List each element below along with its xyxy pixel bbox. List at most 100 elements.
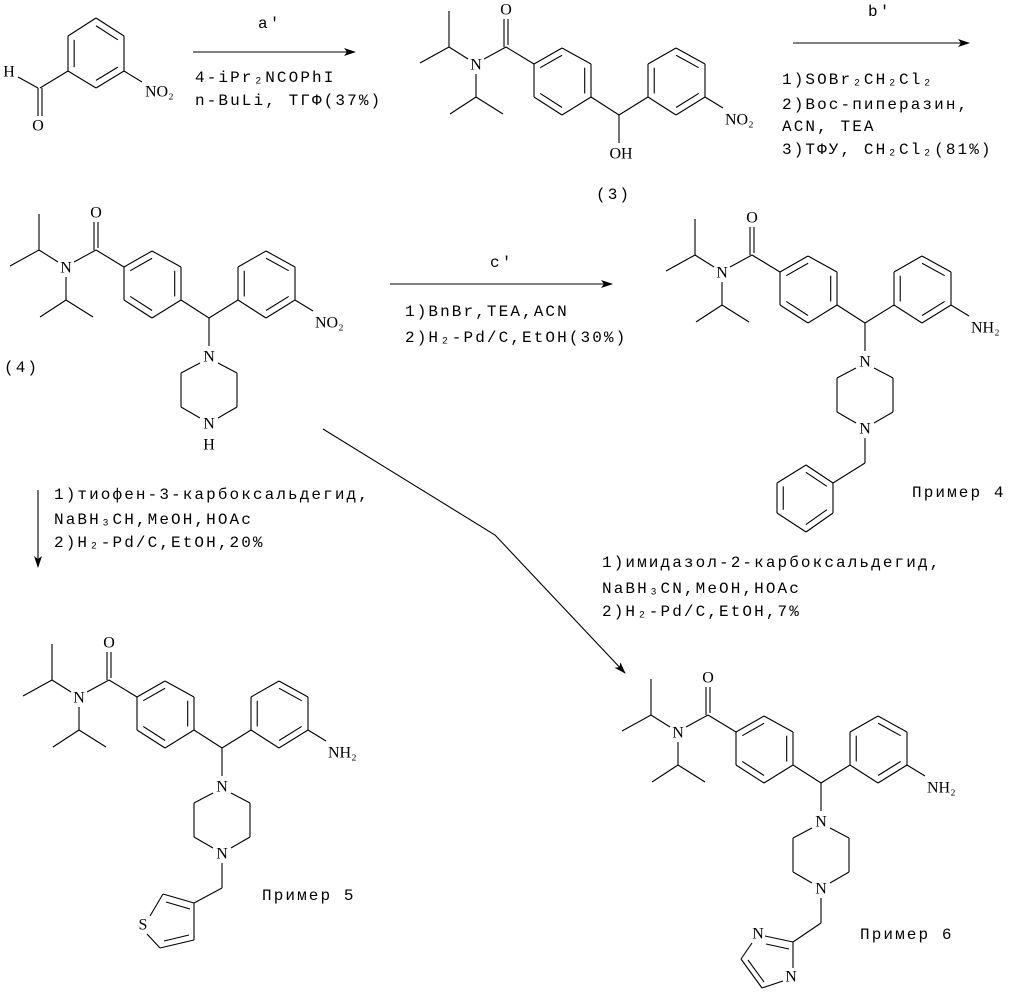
bond bbox=[40, 71, 68, 88]
bond bbox=[222, 730, 251, 748]
double-bond-inner bbox=[878, 723, 901, 735]
double-bond-inner bbox=[742, 761, 764, 775]
ring-bond bbox=[137, 681, 165, 697]
ring-bond bbox=[764, 765, 793, 783]
ring-bond bbox=[878, 716, 907, 732]
double-bond-inner bbox=[786, 263, 808, 275]
ring-bond bbox=[777, 513, 806, 532]
ring-bond bbox=[562, 97, 591, 115]
ring-bond bbox=[165, 681, 194, 697]
bond bbox=[651, 715, 670, 727]
bond bbox=[622, 715, 651, 731]
double-bond-inner bbox=[922, 301, 945, 315]
ring-bond bbox=[808, 305, 837, 323]
imidazole-reagent-1: 1)имидазол-2-карбоксальдегид, bbox=[602, 555, 941, 571]
ring-bond bbox=[96, 71, 124, 88]
ring-bond bbox=[850, 716, 878, 732]
carbonyl-oxygen: O bbox=[103, 635, 115, 652]
double-bond-inner bbox=[130, 258, 152, 270]
example-5-label: Пример 5 bbox=[262, 888, 356, 904]
para-phenylene-ring bbox=[780, 256, 837, 323]
bond bbox=[218, 363, 237, 373]
bond bbox=[907, 765, 925, 776]
double-bond-inner bbox=[540, 93, 562, 107]
bond bbox=[181, 363, 200, 373]
double-bond-inner bbox=[676, 93, 699, 107]
amino-group: NH₂ bbox=[927, 780, 956, 797]
imidazole-reagent-2: NaBH₃CN,MeOH,HOAc bbox=[602, 581, 801, 597]
bond bbox=[874, 412, 893, 423]
bond bbox=[66, 300, 93, 317]
nitro-group: NO₂ bbox=[145, 84, 174, 101]
bond bbox=[678, 765, 705, 782]
atom-h: H bbox=[3, 64, 15, 81]
bond bbox=[874, 368, 893, 378]
step-c-reagent-1: 1)BnBr,TEA,ACN bbox=[405, 304, 569, 320]
double-bond-inner bbox=[143, 688, 165, 700]
bond bbox=[830, 828, 849, 838]
double-bond-inner bbox=[266, 296, 289, 310]
double-bond-inner bbox=[786, 301, 808, 315]
step-b-reagent-3: ACN, TEA bbox=[782, 119, 876, 135]
bond bbox=[752, 255, 780, 272]
ring-bond bbox=[238, 300, 266, 318]
ring-bond bbox=[266, 300, 295, 318]
bond bbox=[484, 47, 506, 59]
ring-bond bbox=[266, 251, 295, 267]
ring-bond bbox=[251, 681, 279, 697]
bond bbox=[181, 407, 200, 418]
bond bbox=[194, 793, 213, 803]
step-c-label: c' bbox=[490, 255, 513, 271]
double-bond-inner bbox=[279, 726, 302, 740]
thiophene-ring: S bbox=[139, 888, 222, 948]
step-a-reagent-1: 4-iPr₂NCOPhI bbox=[195, 70, 335, 86]
para-phenylene-ring bbox=[137, 681, 194, 748]
arrow-imidazole-route bbox=[323, 429, 625, 673]
ring-bond bbox=[648, 48, 676, 64]
ring-bond bbox=[279, 681, 308, 697]
bond bbox=[705, 97, 723, 108]
ring-bond bbox=[676, 48, 705, 64]
double-bond-inner bbox=[96, 26, 118, 40]
carbonyl-oxygen: O bbox=[500, 2, 512, 19]
bond bbox=[837, 412, 856, 423]
ring-bond bbox=[894, 305, 922, 323]
imidazole-nitrogen-3: N bbox=[752, 926, 764, 943]
bond bbox=[52, 680, 71, 692]
double-bond-inner bbox=[279, 688, 302, 700]
ring-bond bbox=[152, 251, 181, 267]
bond bbox=[181, 300, 209, 318]
bond bbox=[741, 959, 762, 988]
step-b-label: b' bbox=[868, 4, 891, 20]
compound-3-label: (3) bbox=[596, 187, 631, 203]
step-a-label: a' bbox=[258, 16, 281, 32]
ring-bond bbox=[878, 765, 907, 783]
ring-bond bbox=[534, 97, 562, 115]
bond bbox=[951, 305, 969, 316]
step-a-reagent-2: n-BuLi, ТГФ(37%) bbox=[195, 93, 382, 109]
step-b-reagent-1: 1)SOBr₂CH₂Cl₂ bbox=[782, 72, 934, 88]
bond bbox=[231, 837, 250, 848]
ring-bond bbox=[736, 765, 764, 783]
bond bbox=[865, 305, 894, 323]
ring-bond bbox=[534, 48, 562, 64]
bond bbox=[619, 97, 648, 115]
ring-bond bbox=[676, 97, 705, 115]
carbonyl-oxygen: O bbox=[90, 205, 102, 222]
example-6-label: Пример 6 bbox=[860, 927, 954, 943]
amide-nitrogen: N bbox=[73, 690, 85, 707]
ring-bond bbox=[850, 765, 878, 783]
double-bond-inner bbox=[922, 263, 945, 275]
ring-bond bbox=[894, 256, 922, 272]
piperazine-nitrogen-1: N bbox=[203, 349, 215, 366]
ring-bond bbox=[806, 513, 833, 532]
amide-nitrogen: N bbox=[470, 57, 482, 74]
thiophene-reagent-2: NaBH₃CH,MeOH,HOAc bbox=[54, 512, 253, 528]
bond bbox=[209, 300, 238, 318]
bond bbox=[194, 730, 222, 748]
ring-bond bbox=[165, 730, 194, 748]
bond bbox=[10, 250, 39, 266]
piperazine-nitrogen-1: N bbox=[815, 814, 827, 831]
bond bbox=[449, 47, 468, 59]
